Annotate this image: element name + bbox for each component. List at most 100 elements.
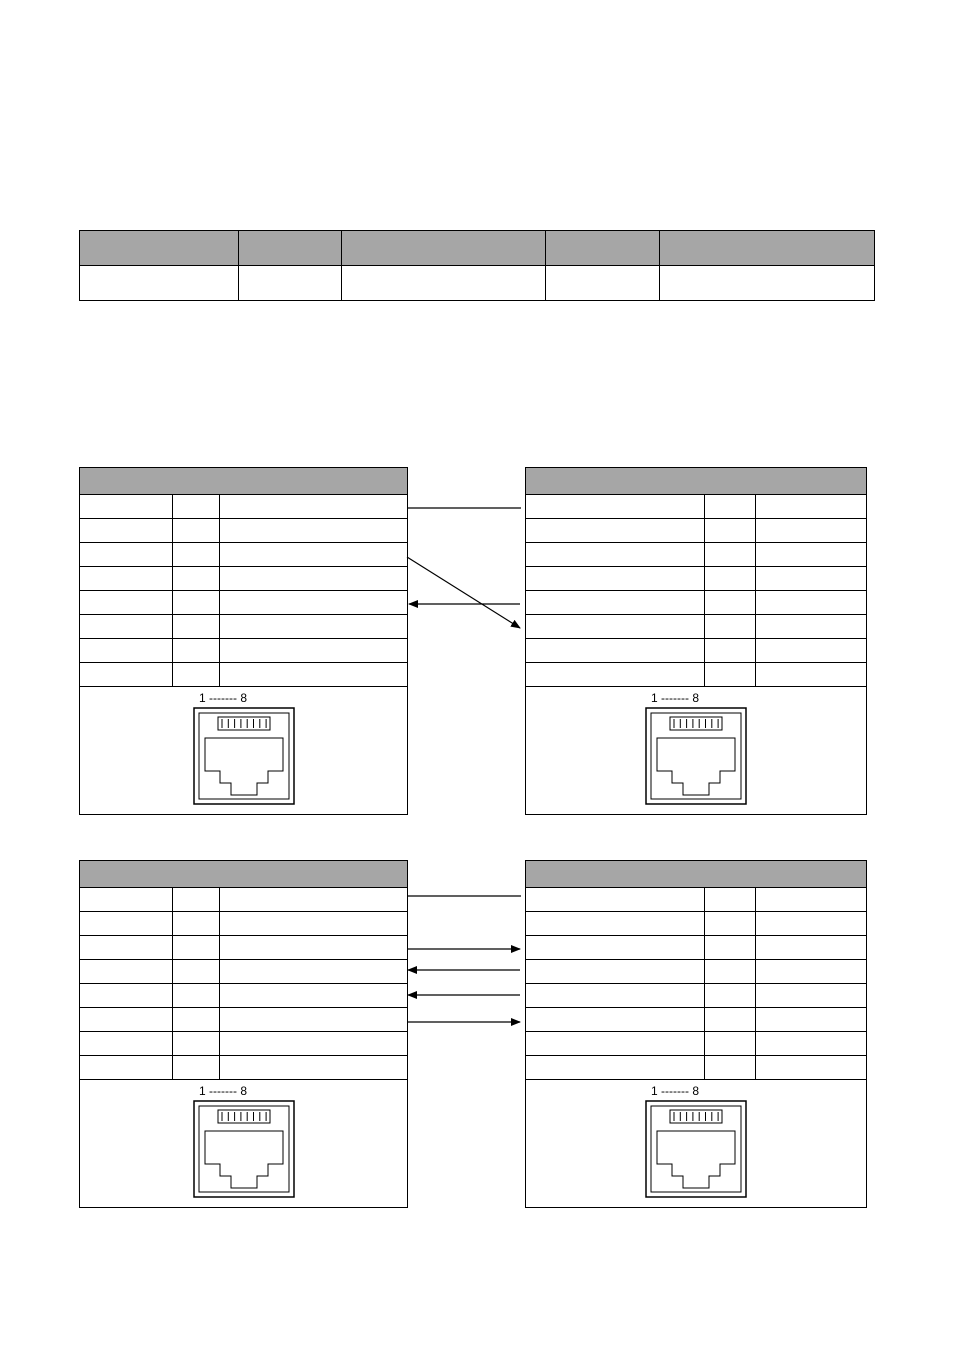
- spec-header-cell: [659, 230, 875, 266]
- spec-header-cell: [237, 230, 342, 266]
- pin-row: [79, 590, 409, 615]
- spec-cell: [659, 265, 875, 301]
- pin-cell: [172, 935, 220, 960]
- pinout-title-cell: [78, 467, 409, 495]
- pin-cell: [218, 662, 409, 687]
- spec-table-header-row: [79, 230, 875, 266]
- pin-cell: [172, 590, 220, 615]
- pin-cell: [172, 983, 220, 1008]
- spec-header-cell: [79, 230, 239, 266]
- pin-cell: [754, 1007, 868, 1032]
- pin-row: [525, 935, 868, 960]
- pin-cell: [172, 542, 220, 567]
- spec-header-cell: [545, 230, 661, 266]
- rj45-jack-icon: 1 ------- 8: [192, 1084, 295, 1198]
- pin-cell: [79, 1031, 173, 1056]
- pin-cell: [525, 1055, 705, 1080]
- rj45-jack-icon: 1 ------- 8: [645, 691, 747, 805]
- connector-row: 1 ------- 8: [78, 1079, 409, 1208]
- pin-row: [79, 662, 409, 687]
- pin-cell: [704, 590, 756, 615]
- pin-cell: [79, 887, 173, 912]
- pinout-table-left-2: 1 ------- 8: [78, 860, 409, 1208]
- pin-row: [79, 518, 409, 543]
- pin-cell: [218, 911, 409, 936]
- pin-row: [79, 1055, 409, 1080]
- pin-cell: [525, 494, 705, 519]
- pin-row: [79, 614, 409, 639]
- pin-cell: [218, 590, 409, 615]
- pin-cell: [704, 614, 756, 639]
- connector-cell: 1 ------- 8: [524, 686, 868, 815]
- pin-cell: [525, 542, 705, 567]
- pin-cell: [525, 1007, 705, 1032]
- pin-row: [79, 1007, 409, 1032]
- pin-cell: [218, 542, 409, 567]
- pin-cell: [79, 1055, 173, 1080]
- pin-row: [79, 542, 409, 567]
- pin-cell: [704, 1055, 756, 1080]
- spec-header-cell: [340, 230, 547, 266]
- pin-row: [79, 983, 409, 1008]
- pin-cell: [525, 911, 705, 936]
- pin-cell: [754, 614, 868, 639]
- pinout-title-row: [78, 467, 409, 495]
- pin-row: [525, 983, 868, 1008]
- pin-cell: [754, 1055, 868, 1080]
- spec-table: [79, 230, 875, 301]
- pin-cell: [704, 911, 756, 936]
- pin-cell: [218, 566, 409, 591]
- pin-cell: [172, 911, 220, 936]
- pin-row: [79, 887, 409, 912]
- pin-cell: [754, 935, 868, 960]
- pinout-title-row: [524, 467, 868, 495]
- spec-cell: [340, 265, 547, 301]
- pin-cell: [79, 638, 173, 663]
- connector-cell: 1 ------- 8: [78, 1079, 409, 1208]
- pin-cell: [172, 887, 220, 912]
- pin-cell: [754, 983, 868, 1008]
- pinout-table-right-2: 1 ------- 8: [524, 860, 868, 1208]
- pin-row: [525, 1007, 868, 1032]
- connector-pin-label: 1 ------- 8: [199, 1084, 247, 1098]
- pin-cell: [525, 935, 705, 960]
- pin-cell: [172, 494, 220, 519]
- pin-cell: [704, 662, 756, 687]
- pin-cell: [79, 959, 173, 984]
- pin-cell: [704, 518, 756, 543]
- pin-cell: [172, 638, 220, 663]
- spec-table-row: [79, 265, 875, 301]
- pin-row: [79, 566, 409, 591]
- pin-cell: [172, 959, 220, 984]
- pin-cell: [525, 566, 705, 591]
- pin-cell: [754, 1031, 868, 1056]
- pin-cell: [525, 662, 705, 687]
- rj45-jack-icon: 1 ------- 8: [645, 1084, 747, 1198]
- rj45-jack-icon: 1 ------- 8: [192, 691, 295, 805]
- pin-cell: [525, 1031, 705, 1056]
- pin-cell: [79, 542, 173, 567]
- pin-cell: [172, 1007, 220, 1032]
- pin-cell: [754, 638, 868, 663]
- pin-cell: [525, 887, 705, 912]
- pin-cell: [754, 887, 868, 912]
- pin-cell: [525, 959, 705, 984]
- pinout-title-cell: [78, 860, 409, 888]
- pin-cell: [172, 566, 220, 591]
- pin-cell: [704, 638, 756, 663]
- pin-cell: [754, 566, 868, 591]
- pin-cell: [79, 614, 173, 639]
- pin-cell: [218, 935, 409, 960]
- pin-row: [525, 662, 868, 687]
- pin-cell: [704, 1007, 756, 1032]
- pin-row: [525, 887, 868, 912]
- pin-cell: [704, 1031, 756, 1056]
- pinout-title-cell: [524, 467, 868, 495]
- pin-cell: [704, 935, 756, 960]
- pin-cell: [218, 983, 409, 1008]
- pinout-title-row: [78, 860, 409, 888]
- spec-cell: [79, 265, 239, 301]
- pin-cell: [79, 518, 173, 543]
- pin-cell: [218, 959, 409, 984]
- pin-cell: [218, 1007, 409, 1032]
